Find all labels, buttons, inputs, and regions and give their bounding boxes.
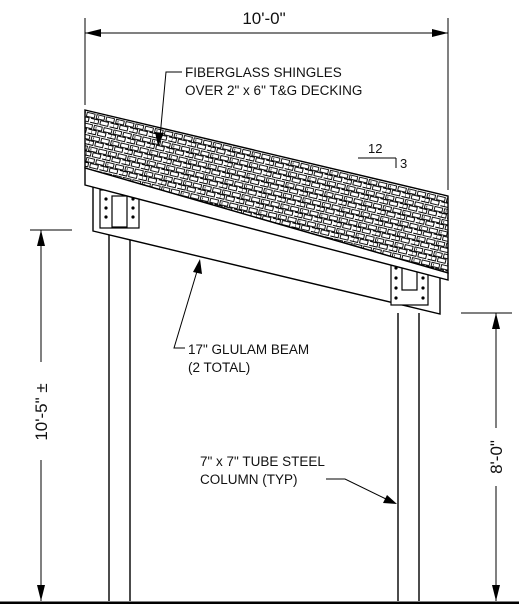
width-dimension: 10'-0"	[84, 8, 449, 190]
roofing-note-line2: OVER 2" x 6" T&G DECKING	[185, 83, 362, 98]
roofing-note-line1: FIBERGLASS SHINGLES	[185, 65, 342, 80]
beam-callout: 17" GLULAM BEAM (2 TOTAL)	[173, 259, 309, 375]
left-cap-plate	[99, 189, 140, 229]
beam-note-line2: (2 TOTAL)	[188, 360, 250, 375]
right-column	[397, 313, 420, 601]
slope-run: 12	[368, 141, 382, 156]
slope-rise: 3	[400, 156, 407, 171]
column-note-line2: COLUMN (TYP)	[200, 472, 298, 487]
slope-indicator: 12 3	[358, 141, 407, 171]
roof-decking	[84, 167, 449, 281]
column-note-line1: 7" x 7" TUBE STEEL	[200, 454, 325, 469]
right-height-dimension: 8'-0"	[461, 312, 512, 601]
right-height-label: 8'-0"	[487, 440, 506, 474]
beam-note-line1: 17" GLULAM BEAM	[188, 342, 309, 357]
width-dimension-label: 10'-0"	[242, 9, 285, 28]
left-height-label: 10'-5" ±	[32, 383, 51, 440]
left-column	[108, 232, 131, 601]
column-callout: 7" x 7" TUBE STEEL COLUMN (TYP)	[200, 454, 397, 504]
roofing-callout: FIBERGLASS SHINGLES OVER 2" x 6" T&G DEC…	[155, 65, 362, 146]
left-height-dimension: 10'-5" ±	[26, 229, 72, 601]
